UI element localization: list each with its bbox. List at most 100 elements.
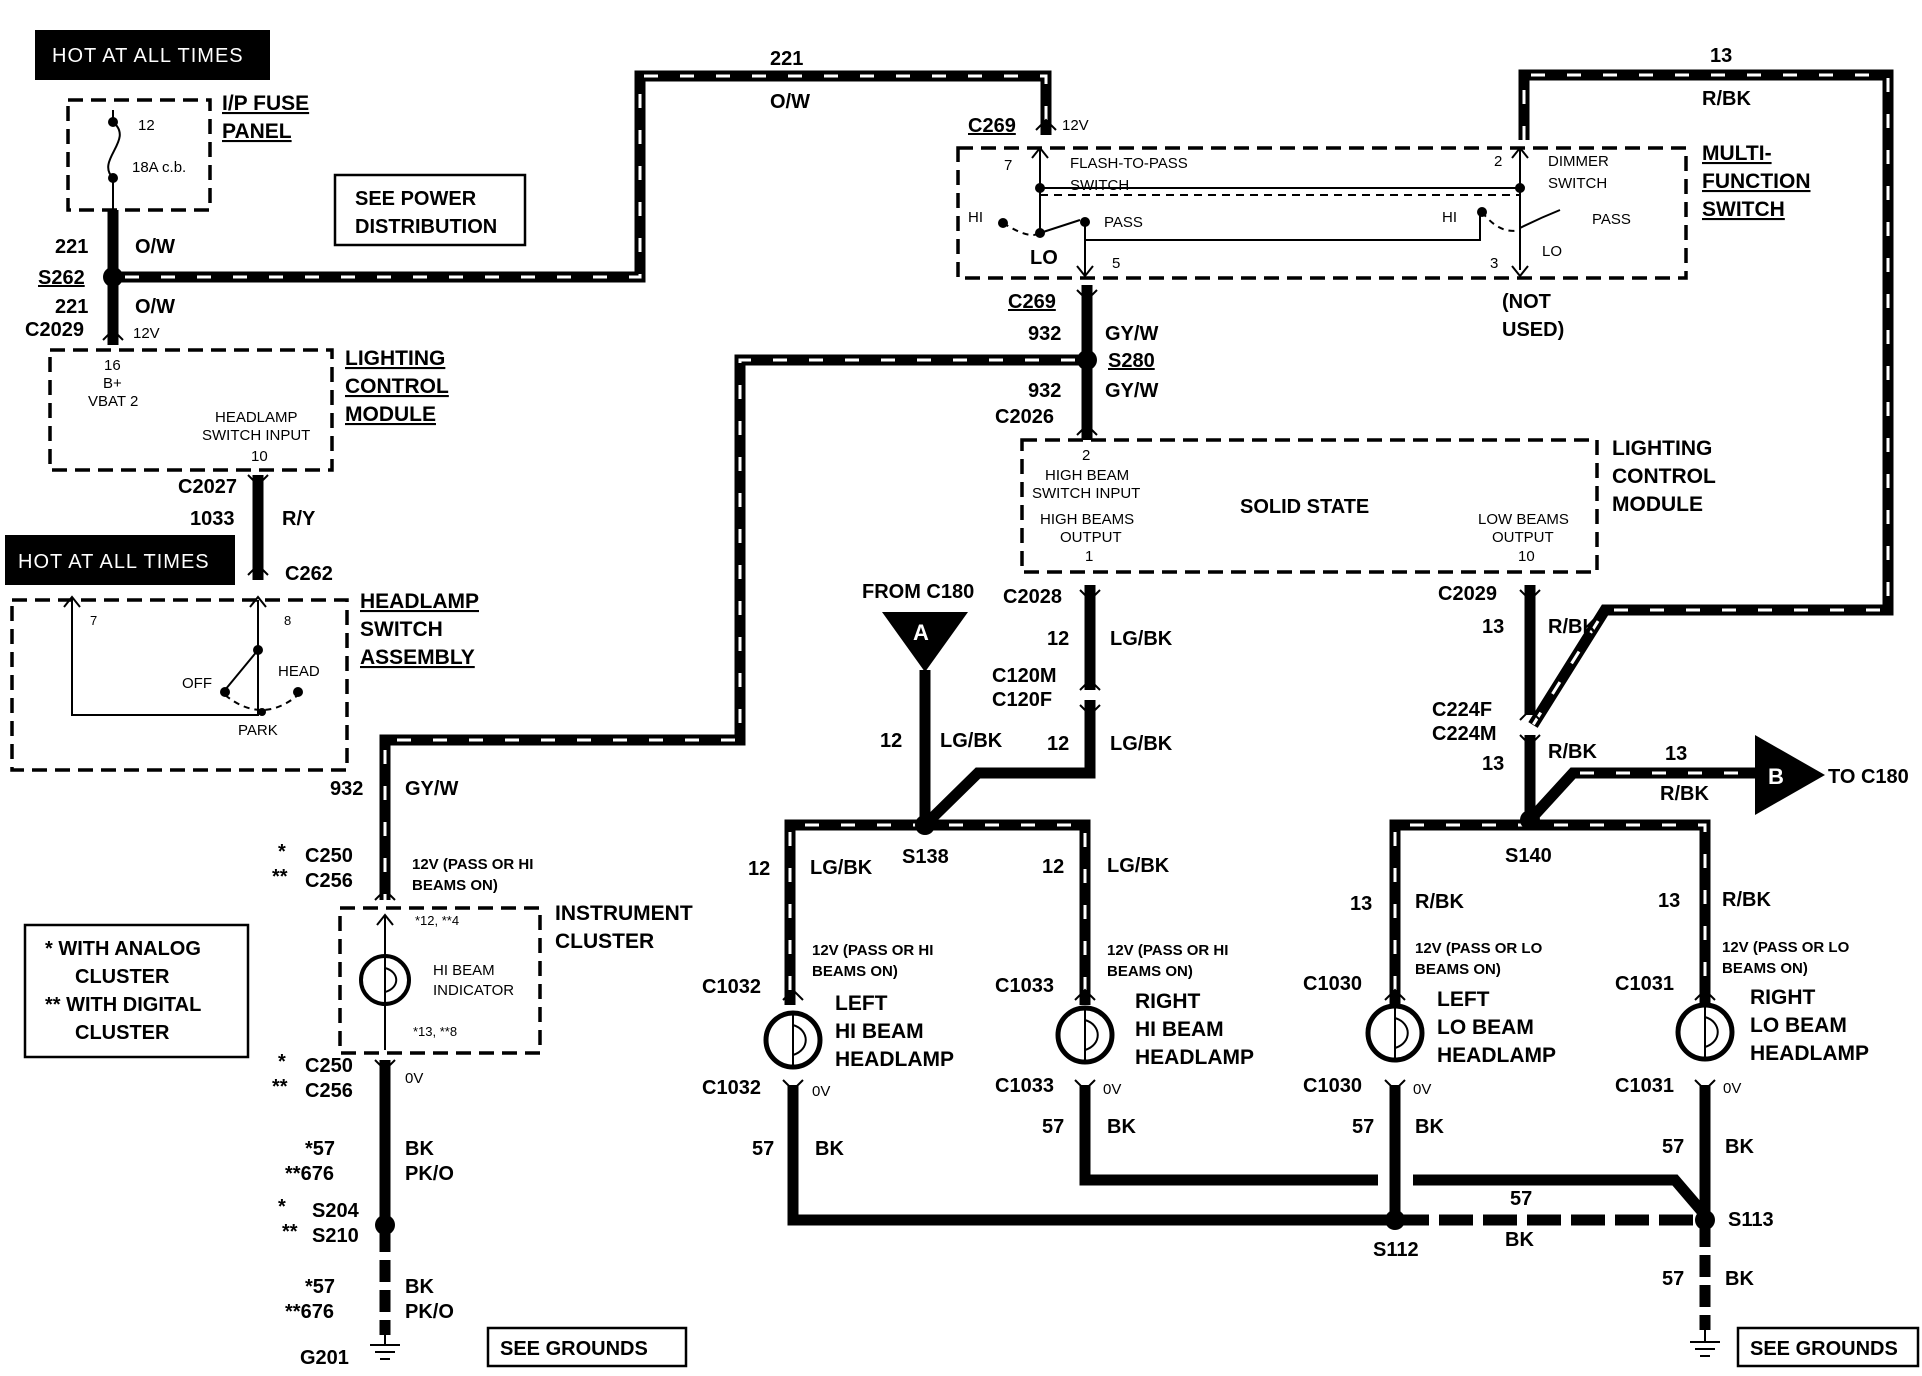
rhb-wire-bk: BK [1107,1116,1136,1138]
llb-wire-rbk: R/BK [1415,891,1464,913]
wire-57-lhb-gnd [787,1085,1395,1226]
see-grounds-left: SEE GROUNDS [500,1338,648,1360]
rhb-title-2: HI BEAM [1135,1018,1224,1041]
rlb-12v-2: BEAMS ON) [1722,960,1808,977]
wire-color-rbk-a: R/BK [1548,616,1597,638]
legend-box [23,923,250,1059]
wire-label-221b: 221 [55,296,88,318]
wire-color-pko-b: PK/O [405,1301,454,1323]
mfs-pin7: 7 [1004,157,1012,174]
wire-color-ow-a: O/W [135,236,175,258]
ss-hbo-1: HIGH BEAMS [1040,511,1134,528]
see-grounds-right: SEE GROUNDS [1750,1338,1898,1360]
rlb-12v-1: 12V (PASS OR LO [1722,939,1850,956]
ic-pin-top: *12, **4 [415,913,459,928]
wire-label-12c: 12 [1047,733,1069,755]
voltage-12v-left: 12V [133,325,160,342]
mfs-lo-left: LO [1030,247,1058,269]
mfs-pass-right: PASS [1592,211,1631,228]
hot-at-all-times-badge-2 [5,535,235,585]
lcm-left-title-2: CONTROL [345,375,449,398]
ic-pin-bottom: *13, **8 [413,1024,457,1039]
rhb-connector-bottom: C1033 [995,1075,1054,1097]
lhb-title-3: HEADLAMP [835,1048,954,1071]
to-c180: TO C180 [1828,766,1909,788]
lhb-wire-12: 12 [748,858,770,880]
fuse-number: 12 [138,117,155,134]
mfs-dim-1: DIMMER [1548,153,1609,170]
rlb-title-1: RIGHT [1750,986,1816,1009]
hs-title-3: ASSEMBLY [360,646,475,669]
ic-12v-1: 12V (PASS OR HI [412,856,533,873]
left-lo-beam-bulb [1365,1003,1425,1063]
wire-color-rbk-b: R/BK [1548,741,1597,763]
rlb-connector-bottom: C1031 [1615,1075,1674,1097]
splice-s112 [1385,1210,1405,1230]
connector-a-triangle [882,612,968,672]
lhb-12v-2: BEAMS ON) [812,963,898,980]
ss-pin10: 10 [1518,548,1535,565]
ground-wire-57: 57 [1662,1268,1684,1290]
connector-c269-bottom: C269 [1008,291,1056,313]
wire-13-rbk-to-b [1525,767,1760,824]
wire-label-13b: 13 [1482,753,1504,775]
llb-title-3: HEADLAMP [1437,1044,1556,1067]
c256a-star: ** [272,866,288,888]
lhb-title-1: LEFT [835,992,888,1015]
splice-label-s113: S113 [1728,1209,1774,1231]
voltage-12v-top: 12V [1062,117,1089,134]
wire-color-ry: R/Y [282,508,316,530]
connector-c2029-right: C2029 [1438,583,1497,605]
wire-label-12a: 12 [1047,628,1069,650]
splice-s138 [915,815,935,835]
lcm-right-title-1: LIGHTING [1612,437,1712,460]
lhb-12v-1: 12V (PASS OR HI [812,942,933,959]
wires [107,69,1894,1335]
wire-color-lgbk-c: LG/BK [1110,733,1173,755]
ground-label-g201: G201 [300,1347,349,1369]
legend-digital-cluster: CLUSTER [75,1022,170,1044]
fuse-panel-box [66,98,212,212]
mfs-title-1: MULTI- [1702,142,1772,165]
connector-c250b: C250 [305,1055,353,1077]
ss-hbsi-1: HIGH BEAM [1045,467,1129,484]
splice-label-s280: S280 [1108,350,1155,372]
lcm-right-title-2: CONTROL [1612,465,1716,488]
hot-at-all-times-1: HOT AT ALL TIMES [52,45,244,67]
hs-park: PARK [238,722,278,739]
lhb-wire-bk: BK [815,1138,844,1160]
splice-s204 [375,1215,395,1235]
splice-label-s210: S210 [312,1225,359,1247]
ground-symbol-right [1690,1330,1720,1357]
lcm-left-pin10: 10 [251,448,268,465]
connector-c2029-left: C2029 [25,319,84,341]
wire-color-bk-a: BK [405,1138,434,1160]
wire-color-gyw-b: GY/W [1105,380,1158,402]
lhb-connector-top: C1032 [702,976,761,998]
lhb-connector-bottom: C1032 [702,1077,761,1099]
connector-c224f: C224F [1432,699,1492,721]
wire-color-gyw-c: GY/W [405,778,458,800]
lcm-left-title-3: MODULE [345,403,436,426]
hs-head: HEAD [278,663,320,680]
rlb-wire-57: 57 [1662,1136,1684,1158]
connector-b-label: B [1768,764,1784,789]
mfs-hi-right: HI [1442,209,1457,226]
see-power-distribution-box [333,173,527,247]
rhb-title-3: HEADLAMP [1135,1046,1254,1069]
see-grounds-left-box [486,1326,688,1368]
rhb-connector-top: C1033 [995,975,1054,997]
lhb-0v: 0V [812,1083,830,1100]
wire-color-lgbk-a: LG/BK [1110,628,1173,650]
wire-12-lgbk-c120 [921,700,1096,829]
wire-color-lgbk-b: LG/BK [940,730,1003,752]
wire-label-13-top: 13 [1710,45,1732,67]
wire-color-gyw-a: GY/W [1105,323,1158,345]
ic-title-1: INSTRUMENT [555,902,693,925]
headlamp-switch-box [10,598,349,772]
ic-hi-beam-1: HI BEAM [433,962,495,979]
rhb-wire-12: 12 [1042,856,1064,878]
rlb-connector-top: C1031 [1615,973,1674,995]
connector-c262: C262 [285,563,333,585]
mfs-ftp-2: SWITCH [1070,177,1129,194]
